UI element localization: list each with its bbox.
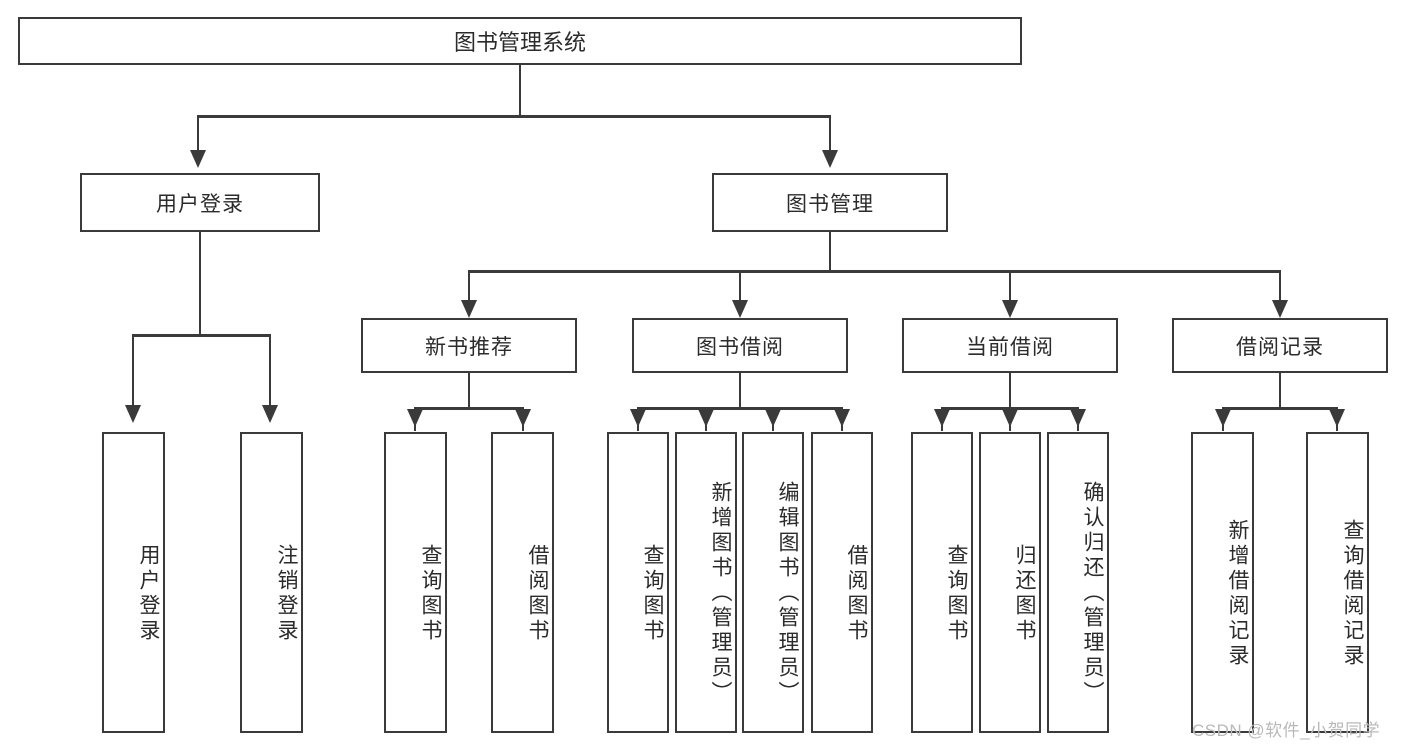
arrowhead-leaf-user-login	[125, 405, 141, 423]
node-label: 借阅图书	[526, 543, 549, 644]
arrowhead-leaf-query-borrow-record	[1329, 409, 1345, 427]
node-label: 新书推荐	[425, 335, 513, 359]
edge-to-new-book-rec	[468, 270, 470, 303]
node-label: 当前借阅	[966, 335, 1054, 359]
arrowhead-leaf-query-book-2	[630, 409, 646, 427]
leaf-query-book-borrow: 查询图书	[607, 432, 669, 733]
node-label: 借阅图书	[845, 543, 868, 644]
leaf-logout: 注销登录	[240, 432, 303, 733]
node-label: 新增借阅记录	[1226, 518, 1249, 669]
arrowhead-leaf-query-book-1	[407, 409, 423, 427]
edge-new-book-rec-bus	[414, 407, 524, 410]
leaf-add-book-admin: 新增图书（管理员）	[675, 432, 737, 733]
arrowhead-to-book-management	[822, 150, 838, 168]
node-label: 图书管理	[786, 192, 874, 216]
edge-root-stem	[519, 65, 521, 116]
arrowhead-leaf-confirm-return	[1070, 409, 1086, 427]
edge-user-login-child-2	[269, 334, 271, 408]
leaf-return-book: 归还图书	[979, 432, 1041, 733]
edge-to-current-borrow	[1009, 270, 1011, 303]
node-label: 查询图书	[945, 543, 968, 644]
node-user-login: 用户登录	[80, 173, 320, 232]
edge-new-book-rec-stem	[468, 373, 470, 409]
arrowhead-to-borrow-record	[1272, 300, 1288, 318]
arrowhead-leaf-query-book-3	[934, 409, 950, 427]
arrowhead-leaf-borrow-book-1	[515, 409, 531, 427]
arrowhead-to-new-book-rec	[461, 300, 477, 318]
node-book-management: 图书管理	[712, 173, 948, 232]
leaf-query-book-new-rec: 查询图书	[384, 432, 447, 733]
watermark: CSDN @软件_小贺同学	[1192, 721, 1381, 740]
arrowhead-to-user-login	[190, 150, 206, 168]
leaf-user-login: 用户登录	[102, 432, 165, 733]
node-label: 归还图书	[1013, 543, 1036, 644]
node-label: 查询图书	[641, 543, 664, 644]
edge-to-borrow-record	[1279, 270, 1281, 303]
node-label: 确认归还（管理员）	[1081, 481, 1104, 706]
node-label: 图书管理系统	[453, 30, 586, 55]
leaf-query-borrow-record: 查询借阅记录	[1306, 432, 1369, 733]
arrowhead-leaf-logout	[262, 405, 278, 423]
leaf-borrow-book: 借阅图书	[811, 432, 873, 733]
node-new-book-recommend: 新书推荐	[361, 318, 577, 373]
node-book-borrow: 图书借阅	[632, 318, 848, 373]
arrowhead-to-current-borrow	[1002, 300, 1018, 318]
leaf-query-book-current: 查询图书	[911, 432, 973, 733]
arrowhead-leaf-add-book	[698, 409, 714, 427]
node-label: 新增图书（管理员）	[709, 481, 732, 706]
edge-borrow-record-stem	[1279, 373, 1281, 409]
node-current-borrow: 当前借阅	[902, 318, 1118, 373]
edge-level3-bus	[468, 270, 1280, 273]
leaf-edit-book-admin: 编辑图书（管理员）	[742, 432, 804, 733]
edge-borrow-record-bus	[1222, 407, 1338, 410]
edge-user-login-stem	[199, 232, 201, 336]
node-root-book-management-system: 图书管理系统	[18, 17, 1022, 65]
edge-level2-bus	[197, 115, 831, 118]
edge-current-borrow-stem	[1009, 373, 1011, 409]
arrowhead-leaf-add-borrow-record	[1215, 409, 1231, 427]
edge-to-user-login	[197, 115, 199, 153]
edge-book-borrow-stem	[739, 373, 741, 409]
node-label: 查询图书	[419, 543, 442, 644]
arrowhead-leaf-borrow-book-2	[834, 409, 850, 427]
arrowhead-to-book-borrow	[732, 300, 748, 318]
edge-user-login-child-1	[132, 334, 134, 408]
edge-to-book-management	[829, 115, 831, 153]
leaf-add-borrow-record: 新增借阅记录	[1191, 432, 1254, 733]
arrowhead-leaf-return-book	[1002, 409, 1018, 427]
node-label: 图书借阅	[696, 335, 784, 359]
node-label: 用户登录	[156, 192, 244, 216]
node-borrow-record: 借阅记录	[1172, 318, 1388, 373]
arrowhead-leaf-edit-book	[765, 409, 781, 427]
node-label: 编辑图书（管理员）	[776, 481, 799, 706]
leaf-confirm-return-admin: 确认归还（管理员）	[1047, 432, 1109, 733]
edge-book-borrow-bus	[637, 407, 843, 410]
node-label: 借阅记录	[1236, 335, 1324, 359]
node-label: 查询借阅记录	[1341, 518, 1364, 669]
node-label: 用户登录	[137, 543, 160, 644]
edge-to-book-borrow	[739, 270, 741, 303]
leaf-borrow-book-new-rec: 借阅图书	[491, 432, 554, 733]
node-label: 注销登录	[275, 543, 298, 644]
edge-user-login-bus	[132, 334, 270, 337]
edge-book-management-stem	[829, 232, 831, 272]
